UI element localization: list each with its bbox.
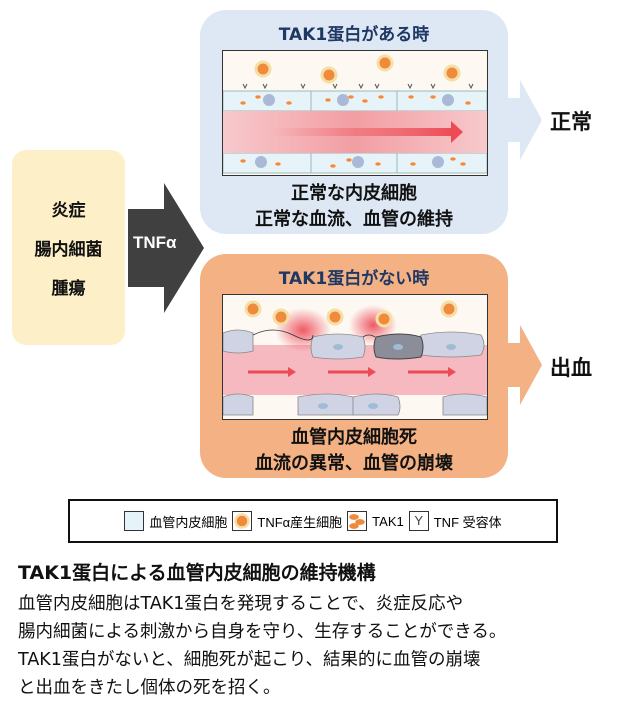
tnf-label: TNFα	[133, 233, 177, 252]
legend-label: 血管内皮細胞	[149, 514, 228, 530]
tnf-producing-cell-icon	[232, 511, 253, 531]
caption-body: 血管内皮細胞はTAK1蛋白を発現することで、炎症反応や 腸内細菌による刺激から自…	[18, 590, 506, 702]
caption-line: と出血をきたし個体の死を招く。	[18, 678, 281, 698]
legend-label: TNFα産生細胞	[257, 514, 343, 530]
normal-line-2: 正常な血流、血管の維持	[255, 209, 453, 230]
legend-label: TNF 受容体	[433, 514, 502, 530]
panel-with-tak1: TAK1蛋白がある時 正常な内皮細胞 正常な血流、血管の維持	[200, 10, 508, 234]
endothelial-cell-icon	[124, 511, 145, 531]
abnormal-line-1: 血管内皮細胞死	[291, 427, 417, 448]
normal-line-1: 正常な内皮細胞	[291, 183, 417, 204]
panel-without-tak1: TAK1蛋白がない時 血管内皮細胞死 血流の異常、血管の崩壊	[200, 254, 508, 478]
panel-title: TAK1蛋白がある時	[278, 25, 430, 45]
legend: 血管内皮細胞 TNFα産生細胞 TAK1 Y TNF 受容体	[68, 499, 558, 543]
panel-title: TAK1蛋白がない時	[278, 269, 430, 289]
tnf-receptor-icon: Y	[408, 511, 429, 531]
normal-vessel-illustration	[222, 50, 488, 176]
legend-label: TAK1	[372, 513, 404, 529]
caption-title: TAK1蛋白による血管内皮細胞の維持機構	[18, 562, 376, 584]
normal-outcome: 正常	[550, 110, 592, 134]
caption-line: 血管内皮細胞はTAK1蛋白を発現することで、炎症反応や	[18, 594, 464, 614]
causes-box: 炎症 腸内細菌 腫瘍	[12, 150, 125, 345]
abnormal-line-2: 血流の異常、血管の崩壊	[255, 453, 453, 474]
abnormal-outcome-arrow	[508, 325, 542, 405]
tak1-icon	[347, 511, 368, 531]
caption-line: TAK1蛋白がないと、細胞死が起こり、結果的に血管の崩壊	[18, 650, 481, 670]
cause-tumor: 腫瘍	[51, 279, 86, 299]
tnf-arrow	[128, 183, 204, 313]
normal-outcome-arrow	[508, 80, 542, 160]
cause-gut-bacteria: 腸内細菌	[34, 240, 103, 260]
cause-inflammation: 炎症	[51, 201, 86, 221]
caption-line: 腸内細菌による刺激から自身を守り、生存することができる。	[18, 622, 507, 642]
damaged-vessel-illustration	[222, 294, 488, 420]
abnormal-outcome: 出血	[550, 356, 592, 380]
